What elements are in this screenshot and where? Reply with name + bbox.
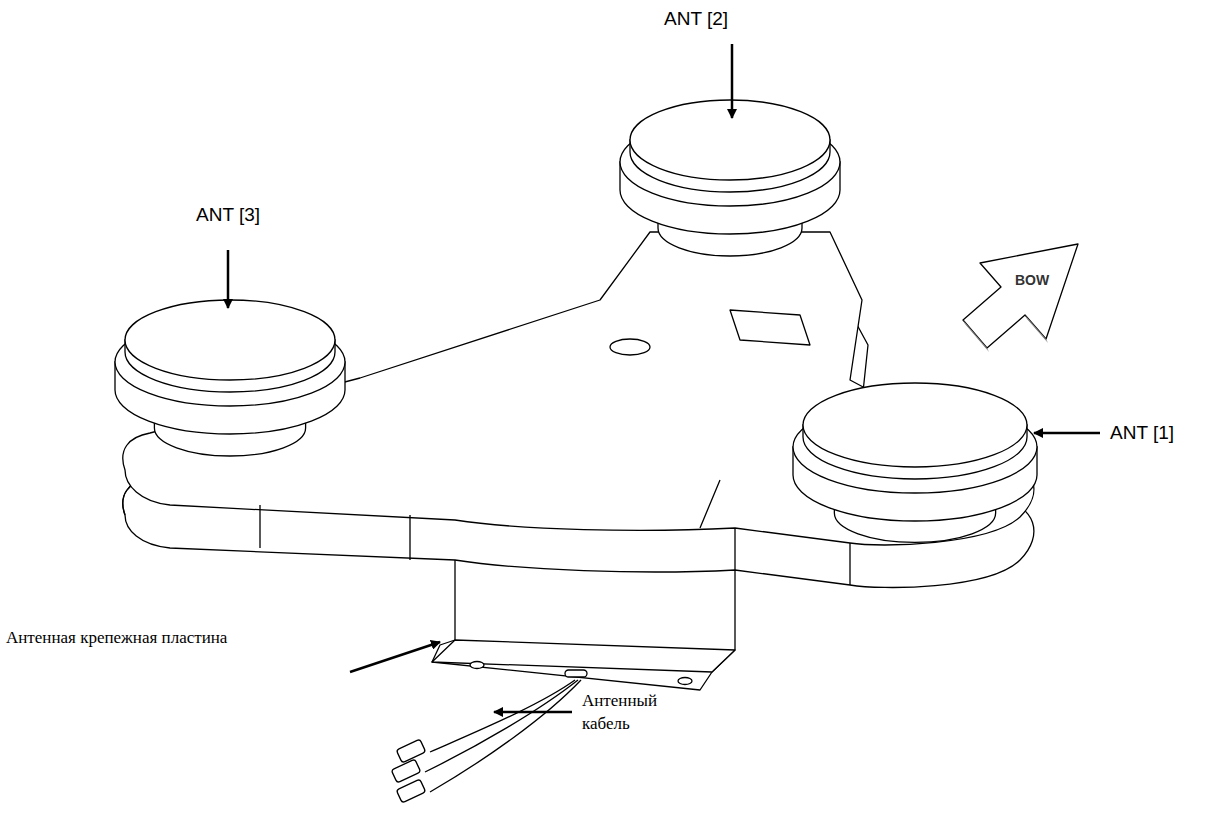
antenna-puck (115, 300, 345, 456)
antenna-callout: ANT [3] (196, 204, 260, 226)
bow-text: BOW (1015, 272, 1049, 288)
antenna-callout: ANT [1] (1110, 422, 1174, 444)
antenna-puck (620, 100, 840, 256)
part-label: Антенная крепежная пластина (6, 628, 227, 648)
antenna-puck (793, 383, 1037, 542)
part-label: Антенный кабель (582, 690, 678, 736)
antenna-callout: ANT [2] (664, 8, 728, 30)
bow-arrow: BOW (928, 236, 1088, 356)
leader-arrows (228, 44, 1100, 712)
mount-plate (432, 555, 735, 690)
arrow-shape (928, 236, 1088, 356)
cable-connectors (391, 739, 425, 803)
